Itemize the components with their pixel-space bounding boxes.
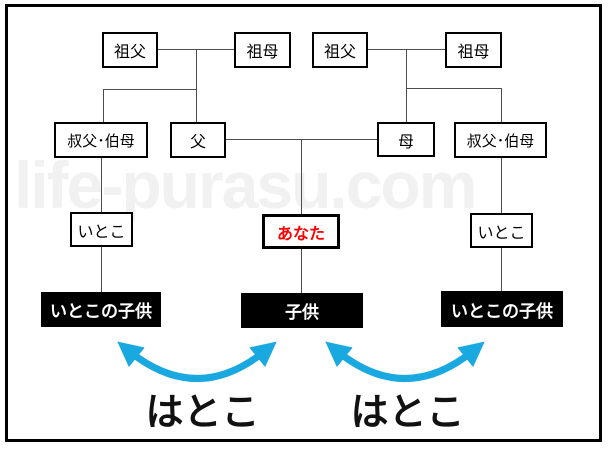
node-paternal-uncle-aunt: 叔父･伯母 [54, 122, 148, 158]
connector-line [196, 49, 197, 122]
connector-line [501, 158, 502, 213]
connector-line [501, 248, 502, 291]
node-maternal-cousin: いとこ [470, 213, 533, 248]
node-you: あなた [262, 214, 340, 249]
node-maternal-uncle-aunt: 叔父･伯母 [454, 122, 547, 158]
node-paternal-grandfather: 祖父 [102, 32, 158, 68]
connector-line [406, 88, 502, 89]
connector-line [103, 89, 197, 90]
node-maternal-grandmother: 祖母 [445, 32, 502, 68]
connector-line [301, 249, 302, 293]
second-cousin-label-right: はとこ [350, 392, 465, 434]
node-mother: 母 [377, 122, 435, 157]
node-paternal-cousin: いとこ [70, 212, 133, 247]
connector-line [406, 49, 407, 122]
second-cousin-label-left: はとこ [145, 392, 260, 434]
connector-line [301, 139, 302, 214]
second-cousin-arrow-right [325, 341, 485, 382]
second-cousin-arrow-left [117, 341, 277, 382]
node-paternal-grandmother: 祖母 [234, 32, 291, 68]
connector-line [101, 247, 102, 292]
node-maternal-cousin-child: いとこの子供 [441, 291, 563, 327]
watermark: life-purasu.com [14, 148, 477, 222]
connector-line [103, 89, 104, 122]
node-maternal-grandfather: 祖父 [312, 32, 368, 68]
node-father: 父 [170, 122, 226, 158]
connector-line [501, 88, 502, 122]
node-child: 子供 [241, 293, 363, 328]
node-paternal-cousin-child: いとこの子供 [41, 292, 161, 327]
connector-line [101, 158, 102, 212]
